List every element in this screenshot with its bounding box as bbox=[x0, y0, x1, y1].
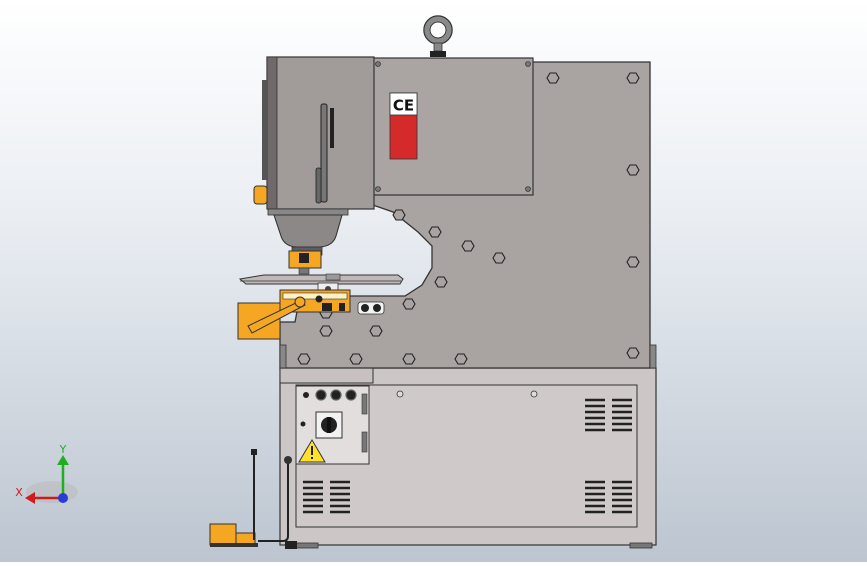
side-knob[interactable] bbox=[253, 185, 268, 205]
adjust-lever[interactable] bbox=[247, 296, 306, 334]
stop-button[interactable] bbox=[330, 389, 342, 401]
panel-hinge bbox=[361, 393, 368, 415]
warning-triangle-icon bbox=[298, 439, 326, 463]
z-axis-dot bbox=[58, 493, 68, 503]
vent-grille-bottom-right bbox=[585, 480, 632, 514]
x-axis-label: X bbox=[15, 486, 23, 499]
work-table bbox=[238, 273, 404, 296]
control-panel bbox=[295, 385, 370, 465]
reset-button[interactable] bbox=[345, 389, 357, 401]
panel-hinge bbox=[361, 431, 368, 453]
ram-housing bbox=[253, 56, 375, 210]
eye-bolt-icon bbox=[423, 15, 453, 57]
ce-label: CE bbox=[389, 92, 418, 160]
pedal-cable bbox=[253, 451, 289, 542]
vent-grille-bottom-left bbox=[303, 480, 350, 514]
indicator-lamp bbox=[303, 392, 309, 398]
frame-bolts bbox=[297, 72, 640, 365]
foot bbox=[295, 542, 319, 549]
start-button[interactable] bbox=[315, 389, 327, 401]
ce-mark-text: CE bbox=[393, 97, 414, 115]
vent-grille-top-right bbox=[585, 398, 632, 432]
foot bbox=[629, 542, 653, 549]
foot-pedal[interactable] bbox=[209, 523, 258, 547]
y-axis-label: Y bbox=[59, 443, 67, 456]
punch-ram bbox=[267, 208, 349, 275]
view-axis-triad[interactable]: Y X bbox=[15, 443, 78, 504]
